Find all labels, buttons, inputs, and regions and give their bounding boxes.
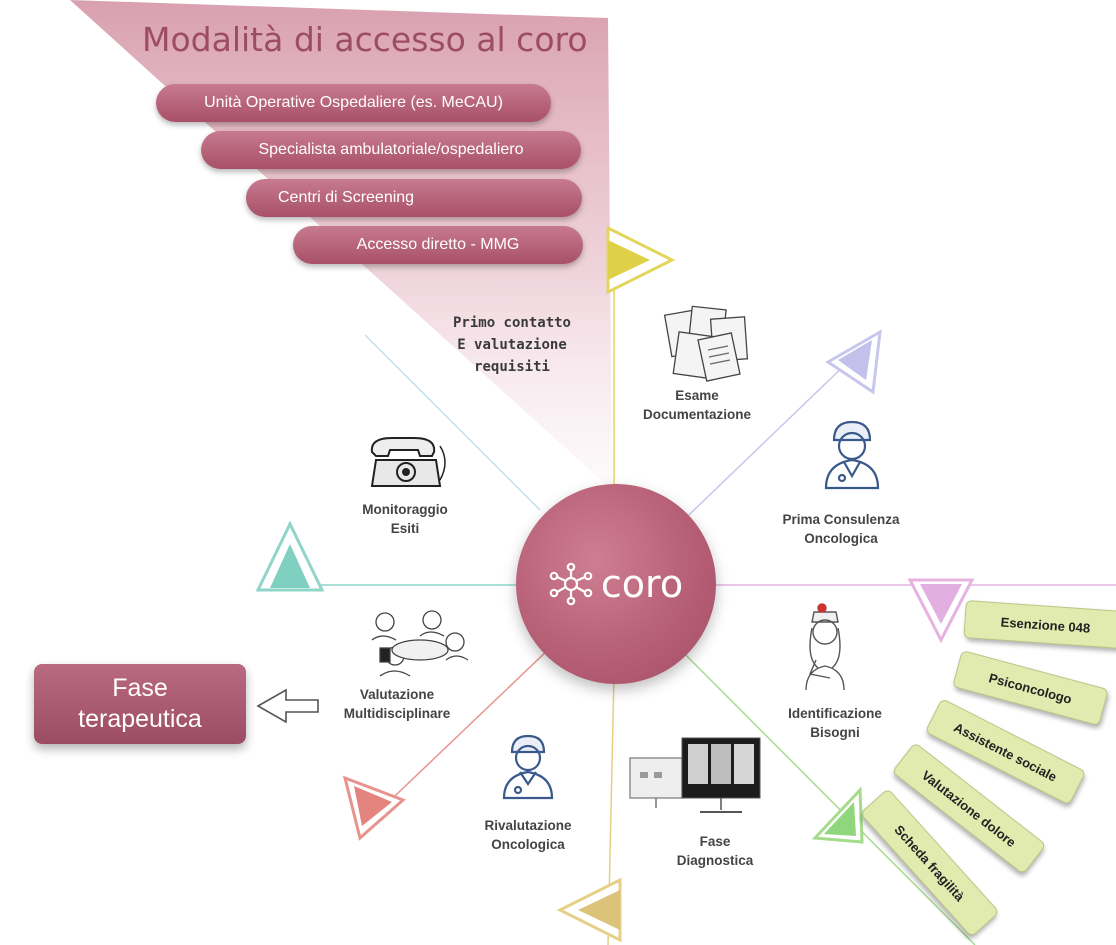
step-monitoraggio-esiti: Monitoraggio Esiti	[320, 500, 490, 538]
access-mode-screening: Centri di Screening	[246, 179, 582, 217]
xray-monitor-icon	[629, 737, 761, 813]
step-line: Esiti	[390, 521, 420, 536]
telephone-icon	[370, 437, 446, 487]
step-rivalutazione-oncologica: Rivalutazione Oncologica	[443, 816, 613, 854]
nurse-icon	[805, 603, 845, 691]
fase-terapeutica-line: Fase	[112, 674, 168, 702]
oncologist-icon	[824, 420, 880, 490]
step-line: Prima Consulenza	[782, 512, 900, 527]
step-line: Bisogni	[810, 725, 860, 740]
first-contact-line: Primo contatto	[452, 315, 571, 331]
fase-terapeutica-box: Fase terapeutica	[34, 664, 246, 744]
access-mode-hospital-units: Unità Operative Ospedaliere (es. MeCAU)	[156, 84, 551, 122]
arrow-green-icon	[811, 786, 864, 844]
step-line: Rivalutazione	[484, 818, 572, 833]
page-title: Modalità di accesso al coro	[142, 20, 588, 59]
step-fase-diagnostica: Fase Diagnostica	[630, 832, 800, 870]
step-line: Esame	[675, 388, 719, 403]
coro-hub: coro	[516, 484, 716, 684]
spoke-blue	[364, 334, 541, 511]
step-line: Valutazione	[359, 687, 435, 702]
arrow-left-icon	[256, 688, 319, 724]
arrow-lavender-icon	[825, 329, 882, 395]
meeting-icon	[371, 610, 469, 677]
step-line: Monitoraggio	[362, 502, 448, 517]
doctor-icon	[502, 734, 554, 800]
first-contact-line: requisiti	[474, 359, 550, 375]
arrow-red-icon	[342, 775, 406, 841]
hub-label: coro	[600, 562, 684, 606]
step-line: Documentazione	[642, 407, 751, 422]
arrow-gold-icon	[556, 877, 622, 943]
documents-icon	[663, 305, 749, 382]
step-line: Oncologica	[804, 531, 878, 546]
arrow-teal-icon	[255, 520, 325, 592]
fase-terapeutica-line: terapeutica	[78, 705, 202, 733]
access-mode-specialist: Specialista ambulatoriale/ospedaliero	[201, 131, 581, 169]
network-icon	[549, 562, 593, 606]
step-identificazione-bisogni: Identificazione Bisogni	[750, 704, 920, 742]
step-valutazione-multidisciplinare: Valutazione Multidisciplinare	[312, 685, 482, 723]
arrow-yellow-icon	[606, 225, 676, 295]
step-prima-consulenza: Prima Consulenza Oncologica	[756, 510, 926, 548]
step-line: Oncologica	[491, 837, 565, 852]
arrow-pink-icon	[907, 578, 975, 644]
step-line: Fase	[699, 834, 731, 849]
first-contact-line: E valutazione	[457, 337, 567, 353]
access-mode-mmg: Accesso diretto - MMG	[293, 226, 583, 264]
step-line: Diagnostica	[676, 853, 754, 868]
step-line: Multidisciplinare	[343, 706, 451, 721]
first-contact-label: Primo contatto E valutazione requisiti	[432, 312, 592, 378]
step-line: Identificazione	[788, 706, 882, 721]
step-esame-documentazione: Esame Documentazione	[612, 386, 782, 424]
